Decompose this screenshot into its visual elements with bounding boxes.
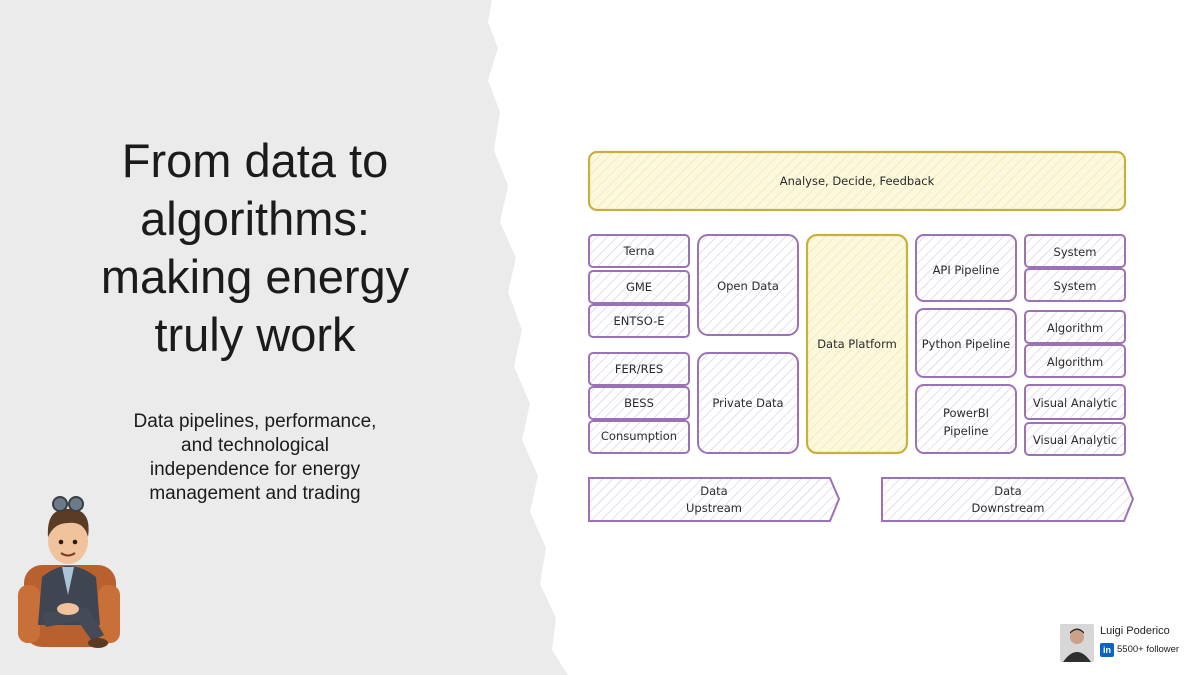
output-system-label-2: System (1054, 279, 1097, 293)
data-platform-box: Data Platform (805, 233, 909, 455)
output-algorithm-box-1: Algorithm (1024, 310, 1126, 344)
source-gme-label: GME (626, 280, 652, 294)
slide-subtitle: Data pipelines, performance, and technol… (100, 410, 410, 506)
source-fer-res-box: FER/RES (588, 352, 690, 386)
powerbi-pipeline-label-line2: Pipeline (943, 424, 988, 438)
source-terna-box: Terna (588, 234, 690, 268)
data-platform-label: Data Platform (817, 337, 897, 351)
private-data-label: Private Data (712, 396, 783, 410)
output-visual-analytic-label-2: Visual Analytic (1033, 433, 1117, 447)
follower-count: 5500+ follower (1117, 644, 1180, 655)
output-visual-analytic-label-1: Visual Analytic (1033, 396, 1117, 410)
subtitle-line-4: management and trading (149, 483, 361, 504)
author-photo (1060, 624, 1094, 662)
subtitle-line-3: independence for energy (149, 459, 361, 480)
data-upstream-arrow: Data Upstream (588, 477, 841, 522)
output-algorithm-box-2: Algorithm (1024, 344, 1126, 378)
data-downstream-label-line2: Downstream (972, 501, 1045, 515)
data-downstream-label-line1: Data (994, 484, 1021, 498)
torn-paper-panel (0, 0, 568, 675)
subtitle-line-1: Data pipelines, performance, (133, 411, 377, 432)
title-line-2: algorithms: (140, 192, 370, 245)
source-fer-res-label: FER/RES (615, 362, 663, 376)
data-downstream-arrow: Data Downstream (881, 477, 1135, 522)
output-algorithm-label-2: Algorithm (1047, 355, 1103, 369)
author-name: Luigi Poderico (1100, 625, 1170, 637)
title-line-3: making energy (100, 250, 410, 303)
output-algorithm-label-1: Algorithm (1047, 321, 1103, 335)
output-system-box-1: System (1024, 234, 1126, 268)
data-architecture-diagram: Analyse, Decide, Feedback Terna GME ENTS… (587, 150, 1135, 522)
api-pipeline-box: API Pipeline (915, 234, 1017, 302)
output-visual-analytic-box-2: Visual Analytic (1024, 422, 1126, 456)
private-data-box: Private Data (697, 352, 799, 454)
open-data-label: Open Data (717, 279, 779, 293)
output-system-label-1: System (1054, 245, 1097, 259)
analyse-decide-feedback-box: Analyse, Decide, Feedback (587, 150, 1127, 212)
source-consumption-label: Consumption (601, 429, 677, 443)
title-line-4: truly work (154, 308, 356, 361)
source-entsoe-box: ENTSO-E (588, 304, 690, 338)
powerbi-pipeline-box: PowerBI Pipeline (915, 384, 1017, 454)
analyse-decide-feedback-label: Analyse, Decide, Feedback (780, 174, 935, 188)
open-data-box: Open Data (697, 234, 799, 336)
author-badge[interactable]: Luigi Poderico in 5500+ follower (1060, 622, 1200, 664)
linkedin-icon[interactable]: in (1100, 643, 1114, 657)
presenter-avatar-illustration (18, 496, 120, 648)
powerbi-pipeline-label-line1: PowerBI (943, 406, 989, 420)
api-pipeline-label: API Pipeline (933, 263, 1000, 277)
source-entsoe-label: ENTSO-E (614, 314, 665, 328)
output-visual-analytic-box-1: Visual Analytic (1024, 384, 1126, 420)
output-system-box-2: System (1024, 268, 1126, 302)
title-line-1: From data to (121, 134, 389, 187)
source-consumption-box: Consumption (588, 420, 690, 454)
data-upstream-label-line2: Upstream (686, 501, 742, 515)
source-gme-box: GME (588, 270, 690, 304)
source-bess-box: BESS (588, 386, 690, 420)
subtitle-line-2: and technological (181, 435, 329, 456)
source-bess-label: BESS (624, 396, 654, 410)
python-pipeline-label: Python Pipeline (922, 337, 1011, 351)
source-terna-label: Terna (622, 244, 654, 258)
slide-title: From data to algorithms: making energy t… (60, 132, 450, 364)
data-upstream-label-line1: Data (700, 484, 727, 498)
python-pipeline-box: Python Pipeline (915, 308, 1017, 378)
